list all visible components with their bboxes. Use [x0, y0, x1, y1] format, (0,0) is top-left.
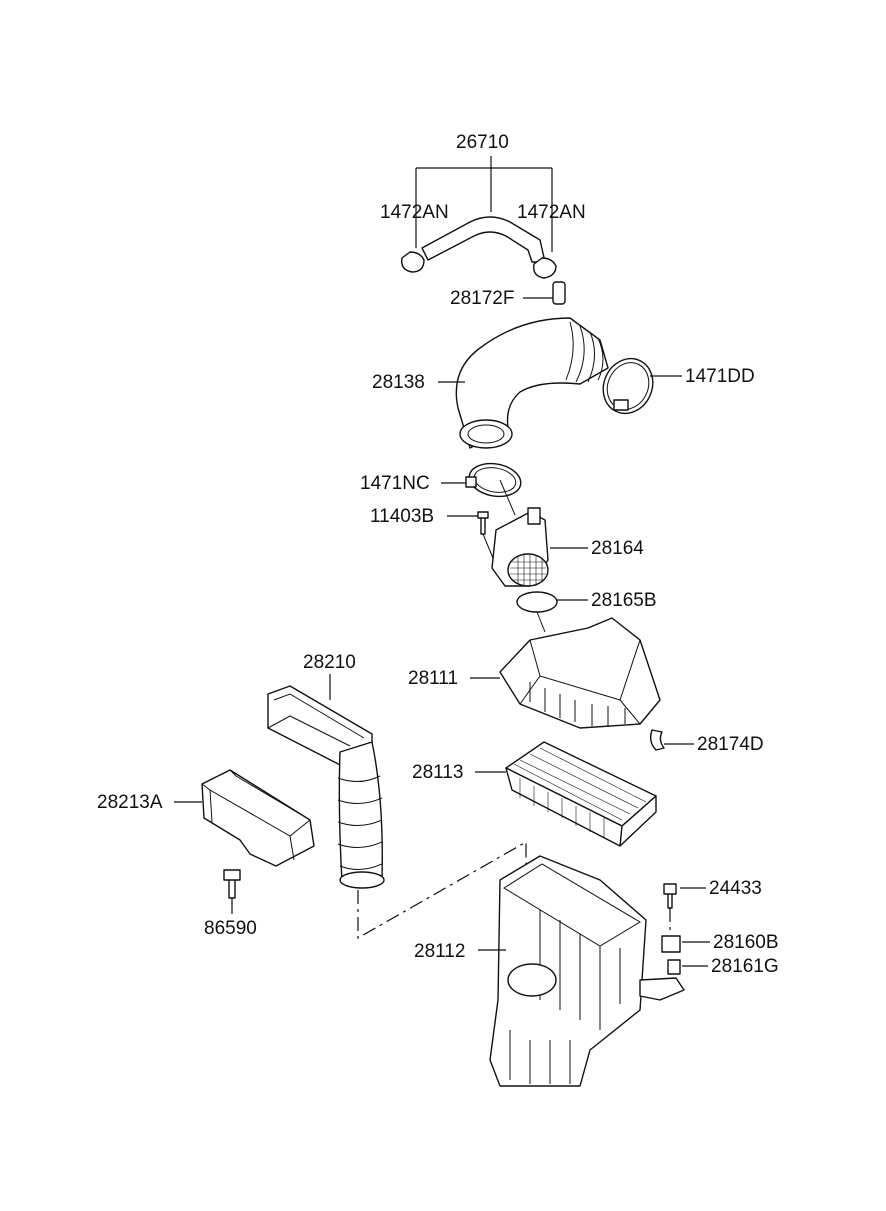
duct-mouth-inner	[267, 693, 365, 747]
filter-pleats	[513, 747, 647, 821]
clamp-1471DD-screw	[613, 399, 629, 411]
body-ribs	[509, 910, 621, 1084]
body-rim	[503, 863, 641, 1030]
insulator-28160B	[661, 935, 681, 953]
hose-clamp-left	[401, 251, 425, 273]
intake-hose	[455, 317, 609, 449]
air-cleaner-cover-group: 28111	[408, 611, 661, 729]
cover-ribs	[529, 682, 626, 726]
label-28113[interactable]: 28113	[412, 762, 463, 783]
gasket-to-cover-axis	[536, 611, 546, 633]
sensor-connector	[527, 507, 541, 525]
label-1471NC[interactable]: 1471NC	[360, 473, 430, 494]
intake-duct-tube	[338, 741, 383, 883]
bolt-24433	[663, 883, 677, 909]
filter-pleats-side	[519, 778, 605, 838]
sensor-to-clamp-axis	[499, 479, 516, 516]
nipple-28172F	[552, 281, 566, 305]
intake-duct-group: 28210	[267, 652, 385, 889]
gasket-28165B	[516, 591, 558, 613]
collar-28161G	[667, 959, 681, 975]
resonator-group: 28213A	[97, 769, 315, 867]
hose-clamp-right	[533, 257, 557, 279]
label-28112[interactable]: 28112	[414, 941, 465, 962]
label-86590[interactable]: 86590	[204, 918, 257, 939]
air-flow-sensor-group: 1471NC 11403B 28164	[360, 462, 644, 587]
label-28165B[interactable]: 28165B	[591, 590, 657, 611]
mount-hardware-group: 24433 28160B 28161G	[661, 878, 779, 977]
sensor-mesh	[510, 555, 546, 586]
label-28174D[interactable]: 28174D	[697, 734, 764, 755]
assembly-line-duct	[357, 840, 527, 990]
label-28172F[interactable]: 28172F	[450, 288, 514, 309]
leader-26710	[415, 156, 553, 252]
label-28210[interactable]: 28210	[303, 652, 356, 673]
duct-tube-rings	[337, 775, 383, 870]
air-filter-side	[505, 767, 657, 847]
clip-28174D	[649, 729, 665, 751]
label-1471DD[interactable]: 1471DD	[685, 366, 755, 387]
label-28160B[interactable]: 28160B	[713, 932, 779, 953]
label-28213A[interactable]: 28213A	[97, 792, 163, 813]
hose-end-cuff	[459, 419, 513, 449]
body-outlet	[507, 963, 557, 997]
label-28138[interactable]: 28138	[372, 372, 425, 393]
air-cleaner-body-group: 28112	[414, 855, 685, 1087]
label-28164[interactable]: 28164	[591, 538, 644, 559]
label-26710[interactable]: 26710	[456, 132, 509, 153]
duct-outlet	[339, 871, 385, 889]
hose-end-inner	[467, 424, 505, 444]
label-28161G[interactable]: 28161G	[711, 956, 779, 977]
bolt-86590-group: 86590	[204, 869, 257, 939]
label-1472AN-left[interactable]: 1472AN	[380, 202, 449, 223]
bolt-86590	[223, 869, 241, 899]
air-filter-group: 28113	[412, 741, 657, 847]
body-mount-bracket	[639, 977, 685, 1001]
air-cleaner-body	[489, 855, 647, 1087]
label-1472AN-right[interactable]: 1472AN	[517, 202, 586, 223]
screw-11403B	[477, 511, 489, 535]
breather-hose-group: 26710 1472AN 1472AN 28172F	[380, 132, 586, 309]
gasket-28165B-group: 28165B	[516, 590, 657, 613]
resonator-edges	[201, 769, 311, 861]
label-24433[interactable]: 24433	[709, 878, 762, 899]
breather-hose	[421, 216, 546, 263]
clamp-1471NC-screw	[465, 476, 477, 488]
hose-corrugations	[565, 321, 604, 383]
label-28111[interactable]: 28111	[408, 668, 458, 689]
air-cleaner-cover	[499, 617, 661, 729]
label-11403B[interactable]: 11403B	[370, 506, 434, 527]
clamp-1471DD-group: 1471DD	[602, 357, 755, 415]
clip-28174D-group: 28174D	[649, 729, 764, 755]
intake-hose-group: 28138	[372, 317, 609, 449]
